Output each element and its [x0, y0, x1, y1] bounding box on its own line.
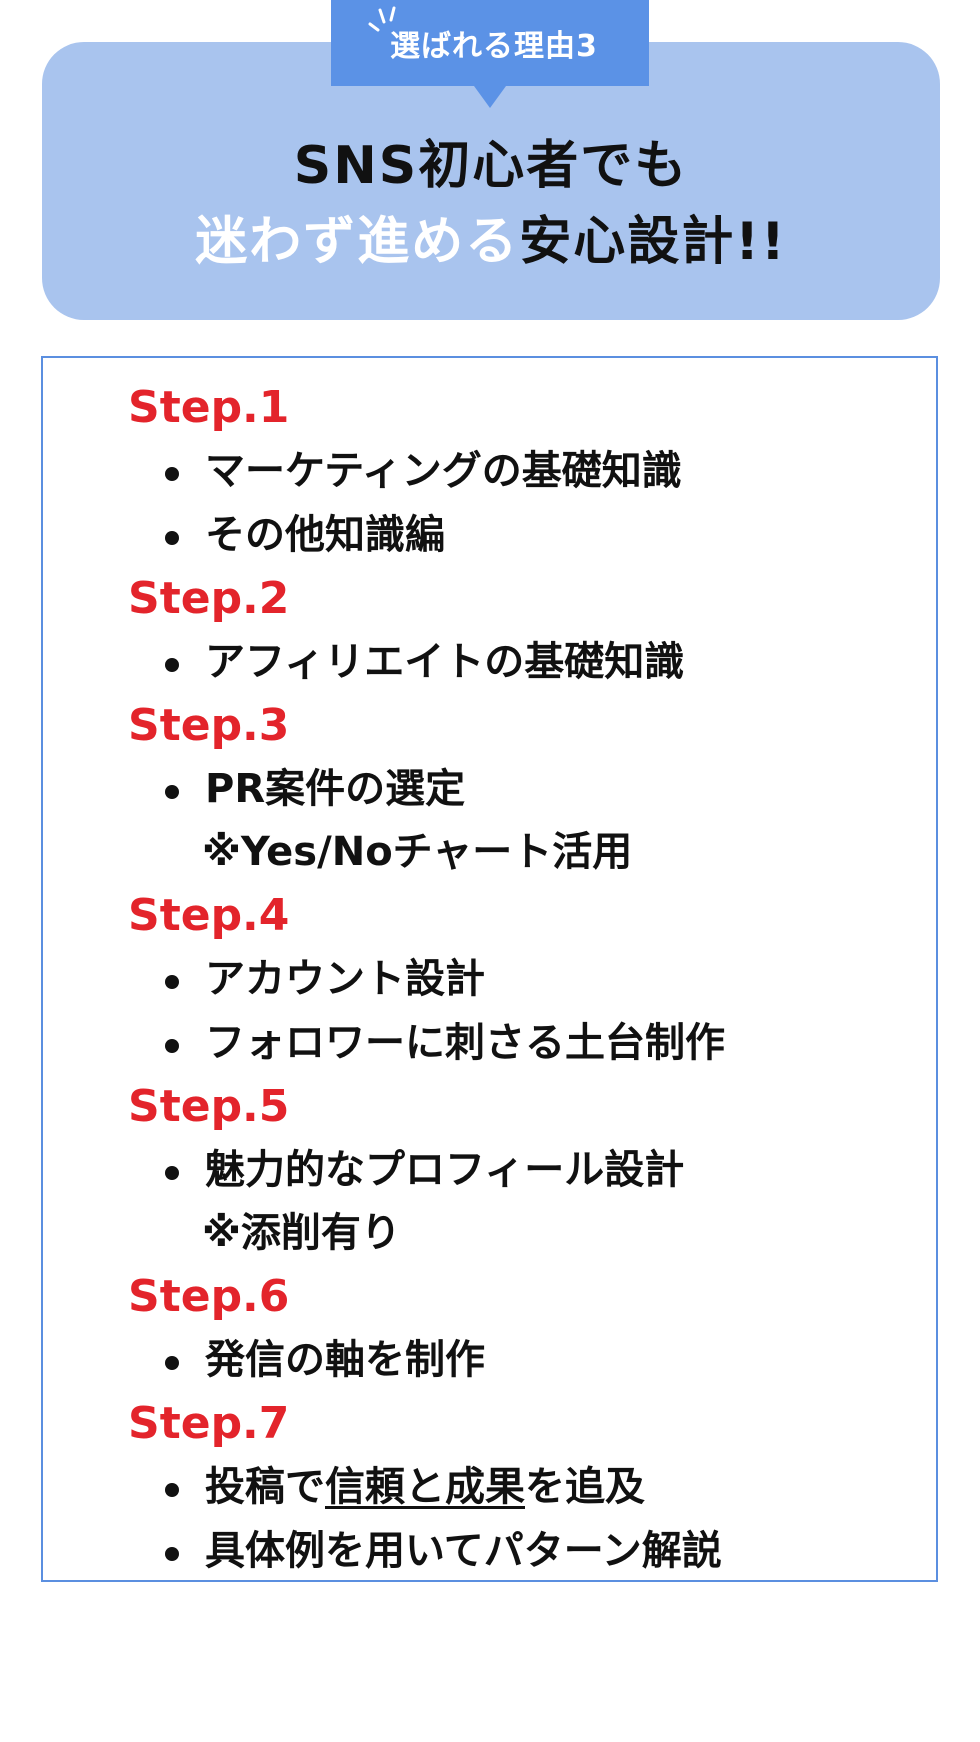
bullet-icon: [165, 658, 179, 672]
step-note: ※添削有り: [202, 1210, 401, 1256]
headline-line-1: SNS初心者でも: [293, 136, 689, 196]
headline-line-2: 迷わず進める安心設計!!: [42, 216, 940, 268]
underlined-emphasis: 信頼と成果: [325, 1464, 525, 1510]
step-item: 投稿で信頼と成果を追及: [128, 1455, 908, 1519]
step-item: 魅力的なプロフィール設計: [128, 1138, 908, 1202]
step-2: Step.2 アフィリエイトの基礎知識: [128, 567, 908, 694]
step-title: Step.7: [128, 1398, 290, 1449]
bullet-icon: [165, 1547, 179, 1561]
step-item: PR案件の選定: [128, 757, 908, 821]
headline-highlight: 迷わず進める: [195, 212, 520, 272]
step-4: Step.4 アカウント設計 フォロワーに刺さる土台制作: [128, 884, 908, 1075]
step-title: Step.5: [128, 1081, 290, 1132]
bullet-icon: [165, 1039, 179, 1053]
sparkle-icon: [368, 6, 396, 32]
steps-list: Step.1 マーケティングの基礎知識 その他知識編 Step.2 アフィリエイ…: [128, 376, 908, 1583]
step-item: 具体例を用いてパターン解説: [128, 1519, 908, 1583]
reason-tag: 選ばれる理由3: [331, 0, 649, 86]
bullet-icon: [165, 975, 179, 989]
step-title: Step.2: [128, 573, 290, 624]
reason-tag-label: 選ばれる理由3: [390, 29, 598, 64]
step-item: その他知識編: [128, 503, 908, 567]
step-title: Step.1: [128, 382, 290, 433]
step-title: Step.6: [128, 1271, 290, 1322]
step-1: Step.1 マーケティングの基礎知識 その他知識編: [128, 376, 908, 567]
bullet-icon: [165, 467, 179, 481]
step-item: フォロワーに刺さる土台制作: [128, 1011, 908, 1075]
steps-panel: [41, 356, 938, 1582]
step-item: マーケティングの基礎知識: [128, 439, 908, 503]
step-title: Step.4: [128, 890, 290, 941]
step-item: 発信の軸を制作: [128, 1328, 908, 1392]
tag-pointer: [474, 86, 506, 108]
step-title: Step.3: [128, 700, 290, 751]
step-item: アフィリエイトの基礎知識: [128, 630, 908, 694]
bullet-icon: [165, 1166, 179, 1180]
bullet-icon: [165, 1483, 179, 1497]
bullet-icon: [165, 531, 179, 545]
bullet-icon: [165, 1356, 179, 1370]
bullet-icon: [165, 785, 179, 799]
step-6: Step.6 発信の軸を制作: [128, 1265, 908, 1392]
step-3: Step.3 PR案件の選定 ※Yes/Noチャート活用: [128, 694, 908, 884]
step-item: アカウント設計: [128, 947, 908, 1011]
step-7: Step.7 投稿で信頼と成果を追及 具体例を用いてパターン解説: [128, 1392, 908, 1583]
step-note: ※Yes/Noチャート活用: [202, 829, 633, 875]
step-5: Step.5 魅力的なプロフィール設計 ※添削有り: [128, 1075, 908, 1265]
headline-rest: 安心設計!!: [519, 212, 787, 272]
